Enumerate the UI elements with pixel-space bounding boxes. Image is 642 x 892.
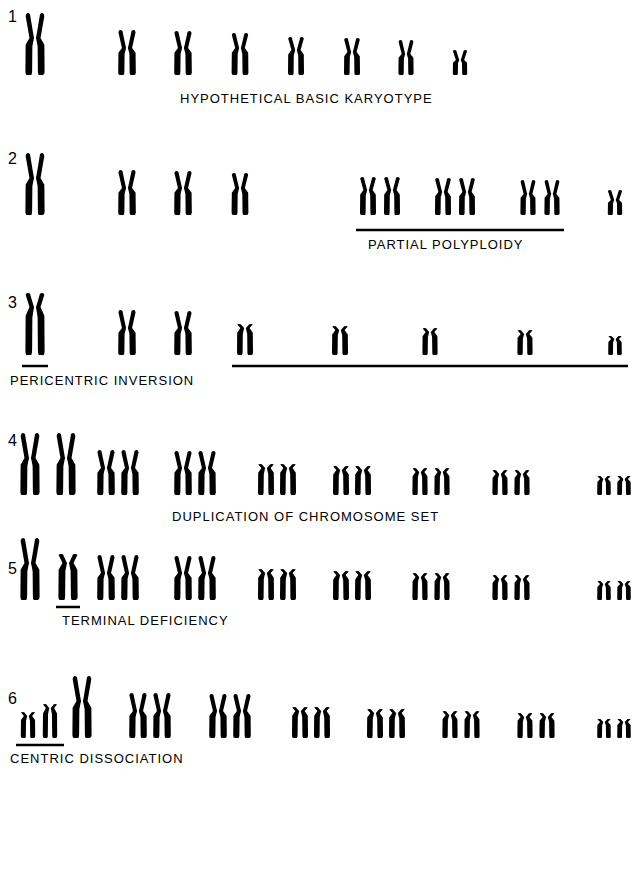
chromosome [121, 555, 139, 600]
chromosome [608, 336, 622, 355]
row-caption: TERMINAL DEFICIENCY [62, 614, 229, 629]
chromosome [314, 707, 330, 738]
chromosome [288, 37, 304, 75]
chromosome [597, 719, 611, 738]
chromosome [617, 719, 631, 738]
chromosome [367, 709, 383, 738]
chromosome [384, 177, 400, 215]
chromosome [517, 330, 532, 355]
chromosome [129, 693, 147, 738]
chromosome [280, 464, 296, 495]
row-number: 6 [8, 690, 17, 708]
chromosome [514, 575, 529, 600]
chromosome [597, 476, 611, 495]
underline [56, 606, 80, 609]
chromosome [174, 171, 192, 215]
chromosome [412, 573, 427, 600]
chromosome [118, 170, 136, 215]
chromosome [360, 177, 376, 215]
chromosome [25, 13, 44, 75]
chromosome [514, 470, 529, 495]
chromosome [232, 33, 249, 75]
row-number: 5 [8, 560, 17, 578]
chromosome [258, 569, 274, 600]
chromosome [20, 538, 39, 600]
chromosome [355, 571, 371, 600]
chromosome [412, 468, 427, 495]
chromosome [237, 324, 253, 355]
row-caption: CENTRIC DISSOCIATION [10, 752, 184, 767]
chromosome [198, 451, 216, 495]
underline [356, 229, 564, 232]
chromosome [520, 180, 535, 215]
chromosome [453, 50, 467, 75]
chromosome [398, 40, 413, 75]
chromosome [56, 433, 75, 495]
chromosome [43, 704, 57, 738]
row-number: 2 [8, 150, 17, 168]
chromosome [608, 190, 622, 215]
chromosome [174, 451, 192, 495]
chromosome [72, 676, 91, 738]
chromosome [292, 707, 308, 738]
chromosome [97, 450, 115, 495]
chromosome [434, 468, 449, 495]
chromosome [20, 433, 39, 495]
chromosome [25, 153, 44, 215]
row-number: 1 [8, 8, 17, 26]
chromosome [209, 694, 227, 738]
chromosome [422, 328, 437, 355]
chromosome [517, 713, 532, 738]
chromosome [435, 178, 451, 215]
row-number: 3 [8, 294, 17, 312]
chromosome [333, 466, 349, 495]
chromosome [21, 712, 35, 738]
chromosome [617, 476, 631, 495]
chromosome [492, 575, 507, 600]
chromosome [280, 569, 296, 600]
underline [16, 744, 64, 747]
chromosome [332, 326, 348, 355]
chromosome [233, 694, 251, 738]
chromosome [464, 711, 479, 738]
chromosome [459, 178, 475, 215]
chromosome [539, 713, 554, 738]
row-caption: PERICENTRIC INVERSION [10, 374, 194, 389]
chromosome [389, 709, 405, 738]
row-caption: DUPLICATION OF CHROMOSOME SET [172, 510, 439, 525]
row-number: 4 [8, 432, 17, 450]
chromosome [232, 173, 249, 215]
chromosome [118, 30, 136, 75]
chromosome [174, 31, 192, 75]
chromosome [174, 311, 192, 355]
chromosome [434, 573, 449, 600]
chromosome [121, 450, 139, 495]
chromosome [617, 581, 631, 600]
chromosome [492, 470, 507, 495]
underline [22, 365, 48, 368]
chromosome [118, 310, 136, 355]
chromosome [355, 466, 371, 495]
chromosome [58, 554, 77, 600]
chromosome [174, 556, 192, 600]
underline [232, 365, 628, 368]
chromosome [597, 581, 611, 600]
row-caption: HYPOTHETICAL BASIC KARYOTYPE [180, 92, 433, 107]
chromosome [25, 293, 44, 355]
chromosome [544, 180, 559, 215]
underline-group [16, 230, 628, 745]
chromosome [344, 38, 360, 75]
chromosome [333, 571, 349, 600]
row-caption: PARTIAL POLYPLOIDY [368, 238, 524, 253]
chromosome [258, 464, 274, 495]
chromosome [97, 555, 115, 600]
chromosome [442, 711, 457, 738]
chromosome [153, 693, 171, 738]
chromosome [198, 556, 216, 600]
